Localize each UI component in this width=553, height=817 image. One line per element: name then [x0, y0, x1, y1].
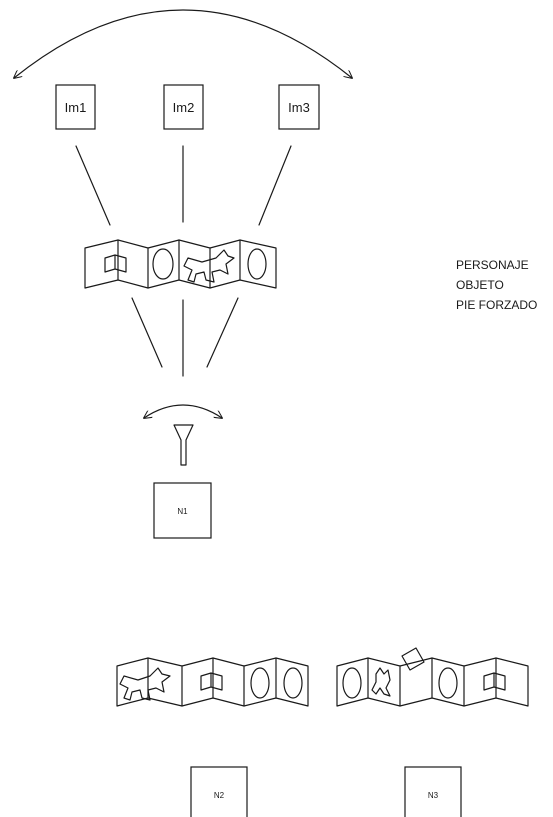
- node-box-1-label: N1: [177, 507, 188, 516]
- legend-item-personaje: PERSONAJE: [456, 255, 537, 275]
- legend: PERSONAJE OBJETO PIE FORZADO: [456, 255, 537, 315]
- book-icon: [201, 673, 222, 690]
- oval-icon: [153, 249, 173, 279]
- book-icon: [105, 255, 126, 272]
- animal-icon: [372, 668, 390, 696]
- animal-icon: [184, 250, 234, 282]
- image-box-3: Im3: [279, 85, 319, 129]
- oval-icon: [251, 668, 269, 698]
- legend-item-pie-forzado: PIE FORZADO: [456, 295, 537, 315]
- connector-strip-left: [132, 298, 162, 367]
- connector-strip-right: [207, 298, 238, 367]
- connector-im3: [259, 146, 291, 225]
- image-box-2-label: Im2: [173, 100, 195, 115]
- node-box-2-label: N2: [214, 791, 225, 800]
- node-box-3: N3: [405, 767, 461, 817]
- node-box-3-label: N3: [428, 791, 439, 800]
- connector-im1: [76, 146, 110, 225]
- node-box-2: N2: [191, 767, 247, 817]
- animal-icon: [120, 668, 170, 700]
- oval-icon: [284, 668, 302, 698]
- image-box-1: Im1: [56, 85, 95, 129]
- oval-icon: [439, 668, 457, 698]
- legend-item-objeto: OBJETO: [456, 275, 537, 295]
- folded-strip-main: [85, 240, 276, 288]
- funnel-icon: [174, 425, 193, 465]
- top-double-arrow-arc: [14, 10, 352, 78]
- image-box-2: Im2: [164, 85, 203, 129]
- image-box-1-label: Im1: [65, 100, 87, 115]
- node-box-1: N1: [154, 483, 211, 538]
- image-box-3-label: Im3: [288, 100, 310, 115]
- tag-icon: [402, 648, 424, 670]
- oval-icon: [343, 668, 361, 698]
- folded-strip-right: [337, 648, 528, 706]
- oval-icon: [248, 249, 266, 279]
- book-icon: [484, 673, 505, 690]
- folded-strip-left: [117, 658, 308, 706]
- selector-double-arrow-arc: [144, 405, 222, 418]
